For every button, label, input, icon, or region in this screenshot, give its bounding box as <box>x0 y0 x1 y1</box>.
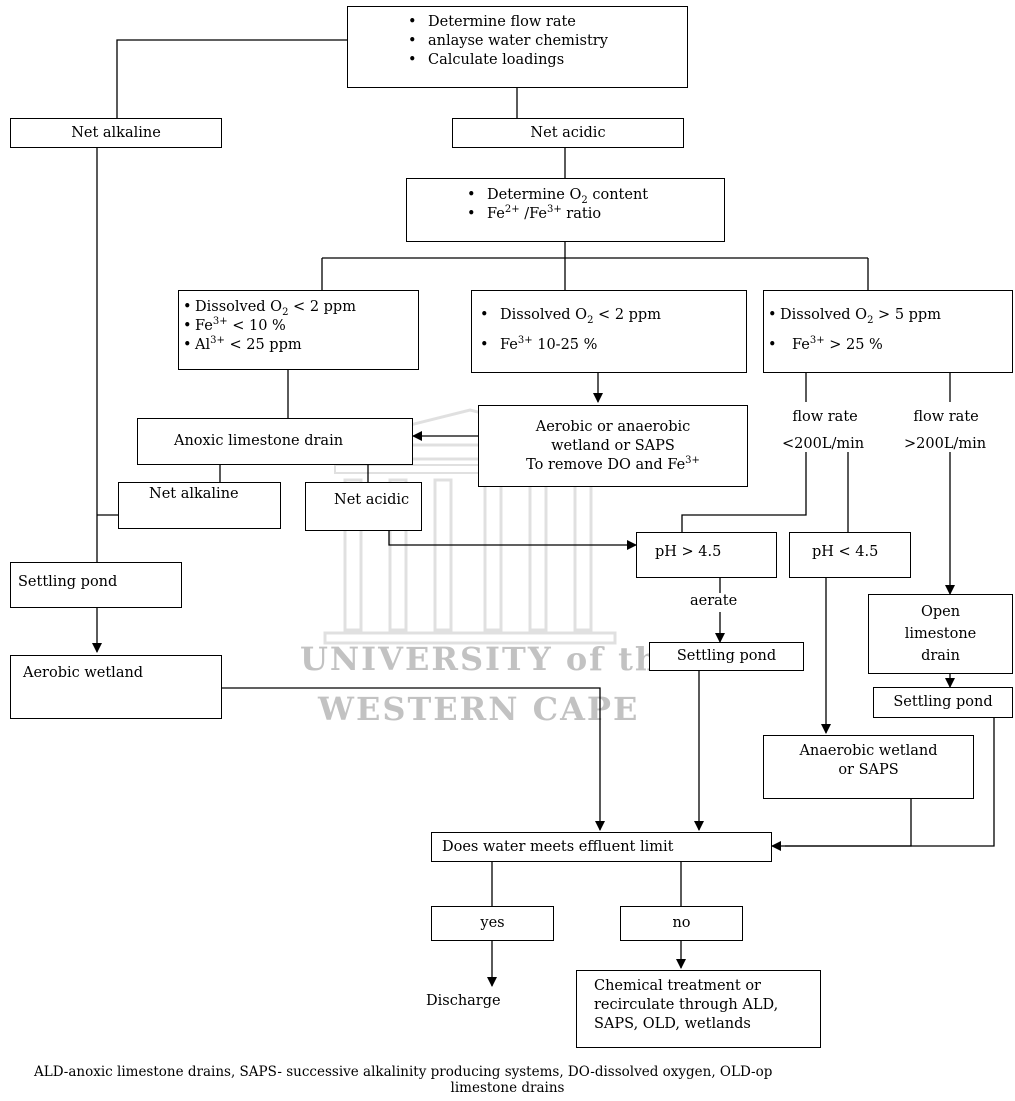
settling-pond-mid-label: Settling pond <box>676 648 777 664</box>
anaerobic-line-1: Anaerobic wetland <box>799 743 938 759</box>
ald-label: Anoxic limestone drain <box>174 433 344 449</box>
chemical-line-1: Chemical treatment or <box>594 978 761 994</box>
aerobic-line-2: wetland or SAPS <box>551 437 675 454</box>
aerobic-wetland-label: Aerobic wetland <box>23 665 144 681</box>
net-alkaline-mid-box: Net alkaline <box>118 482 281 529</box>
open-limestone-drain-box: Open limestone drain <box>868 594 1013 674</box>
start-item: Calculate loadings <box>400 51 687 70</box>
condition-mid-fe: Fe3+ 10-25 % <box>472 330 746 360</box>
net-acidic-mid-box: Net acidic <box>305 482 422 531</box>
chemical-line-3: SAPS, OLD, wetlands <box>594 1016 751 1032</box>
ph-above-box: pH > 4.5 <box>636 532 777 578</box>
condition-left-box: Dissolved O2 < 2 ppm Fe3+ < 10 % Al3+ < … <box>178 290 419 370</box>
discharge-label: Discharge <box>426 993 501 1009</box>
caption-line-1: ALD-anoxic limestone drains, SAPS- succe… <box>34 1064 773 1080</box>
effluent-limit-box: Does water meets effluent limit <box>431 832 772 862</box>
aerobic-wetland-box: Aerobic wetland <box>10 655 222 719</box>
aerobic-line-3: To remove DO and Fe3+ <box>526 454 700 473</box>
start-item: Determine flow rate <box>400 13 687 32</box>
no-label: no <box>672 915 691 931</box>
oxygen-content-box: Determine O2 content Fe2+ /Fe3+ ratio <box>406 178 725 242</box>
chemical-treatment-box: Chemical treatment or recirculate throug… <box>576 970 821 1048</box>
flow-rate-low-label: flow rate <200L/min <box>782 409 865 452</box>
net-acidic-top-label: Net acidic <box>530 124 606 141</box>
old-line-2: limestone <box>904 626 977 642</box>
aerobic-anaerobic-wetland-box: Aerobic or anaerobic wetland or SAPS To … <box>478 405 748 487</box>
flow-rate-high-label: flow rate >200L/min <box>904 409 987 452</box>
condition-left-al: Al3+ < 25 ppm <box>179 336 418 355</box>
watermark-line-1: UNIVERSITY of the <box>300 640 683 678</box>
settling-pond-left-box: Settling pond <box>10 562 182 608</box>
aerobic-line-1: Aerobic or anaerobic <box>535 418 691 435</box>
net-acidic-mid-label: Net acidic <box>334 492 410 508</box>
condition-left-fe: Fe3+ < 10 % <box>179 317 418 336</box>
oxygen-content-item: Determine O2 content <box>459 186 724 205</box>
effluent-limit-label: Does water meets effluent limit <box>442 839 674 855</box>
no-box: no <box>620 906 743 941</box>
old-line-1: Open <box>920 604 961 620</box>
condition-left-do: Dissolved O2 < 2 ppm <box>179 298 418 317</box>
watermark-line-2: WESTERN CAPE <box>318 690 640 728</box>
net-alkaline-top-box: Net alkaline <box>10 118 222 148</box>
anaerobic-line-2: or SAPS <box>838 762 899 778</box>
yes-box: yes <box>431 906 554 941</box>
net-alkaline-mid-label: Net alkaline <box>149 486 239 502</box>
anaerobic-wetland-box: Anaerobic wetland or SAPS <box>763 735 974 799</box>
ph-below-box: pH < 4.5 <box>789 532 911 578</box>
settling-pond-left-label: Settling pond <box>18 574 118 590</box>
condition-right-fe: Fe3+ > 25 % <box>764 330 1012 360</box>
net-alkaline-top-label: Net alkaline <box>71 124 161 141</box>
start-item: anlayse water chemistry <box>400 32 687 51</box>
net-acidic-top-box: Net acidic <box>452 118 684 148</box>
yes-label: yes <box>480 915 505 931</box>
anoxic-limestone-drain-box: Anoxic limestone drain <box>137 418 413 465</box>
condition-right-do: Dissolved O2 > 5 ppm <box>764 300 1012 330</box>
condition-right-box: Dissolved O2 > 5 ppm Fe3+ > 25 % <box>763 290 1013 373</box>
ph-below-label: pH < 4.5 <box>812 544 879 560</box>
condition-mid-box: Dissolved O2 < 2 ppm Fe3+ 10-25 % <box>471 290 747 373</box>
start-box: Determine flow rate anlayse water chemis… <box>347 6 688 88</box>
ph-above-label: pH > 4.5 <box>655 544 722 560</box>
condition-mid-do: Dissolved O2 < 2 ppm <box>472 300 746 330</box>
settling-pond-right-label: Settling pond <box>893 694 993 710</box>
settling-pond-right-box: Settling pond <box>873 687 1013 718</box>
settling-pond-mid-box: Settling pond <box>649 642 804 671</box>
caption-line-2: limestone drains <box>450 1080 565 1096</box>
figure-caption: ALD-anoxic limestone drains, SAPS- succe… <box>0 1064 1015 1096</box>
chemical-line-2: recirculate through ALD, <box>594 997 779 1013</box>
fe-ratio-item: Fe2+ /Fe3+ ratio <box>459 205 724 224</box>
aerate-label: aerate <box>690 593 738 609</box>
old-line-3: drain <box>921 648 960 664</box>
